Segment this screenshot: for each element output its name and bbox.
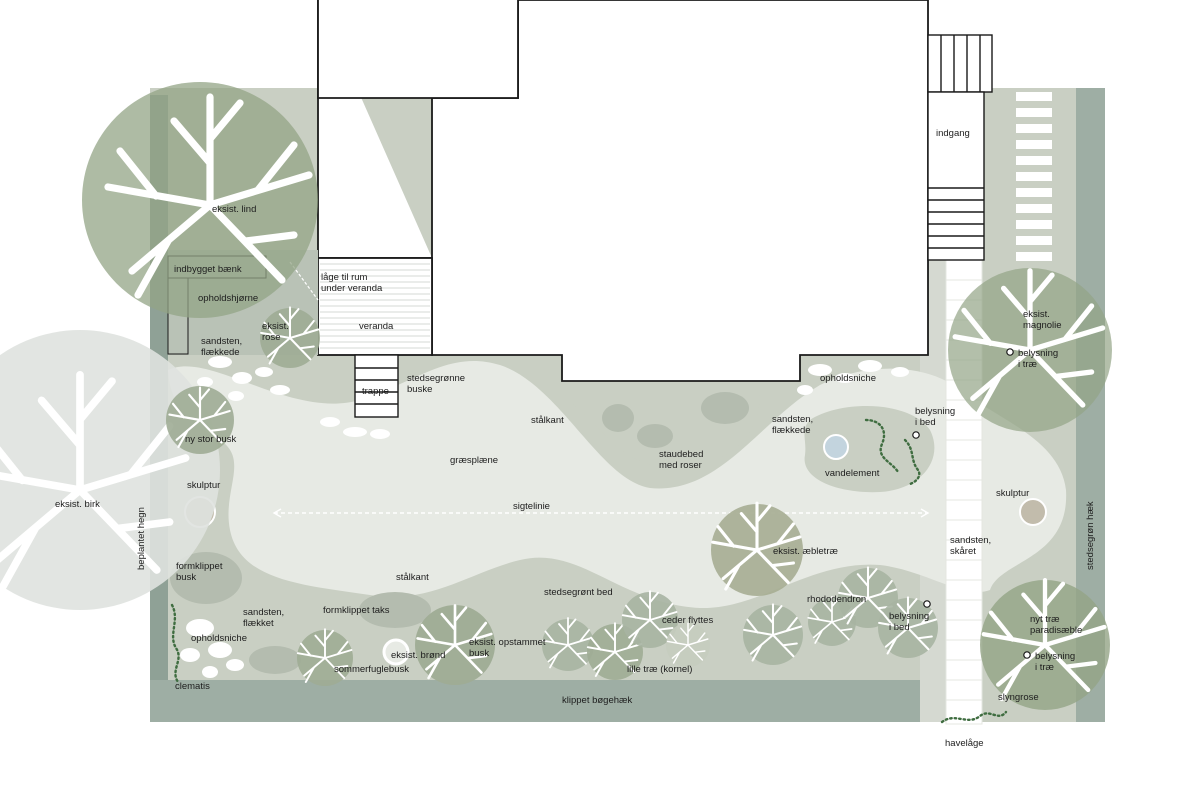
label-eksist-lind: eksist. lind xyxy=(212,204,257,215)
label-skulptur-1: skulptur xyxy=(187,480,221,491)
label-eksist-opstammet: eksist. opstammet busk xyxy=(469,637,546,659)
label-veranda: veranda xyxy=(359,321,394,332)
light-point-1 xyxy=(1006,348,1014,356)
label-rhododendron: rhododendron xyxy=(807,594,867,605)
bed-shape-1 xyxy=(701,392,749,424)
label-sigtelinie: sigtelinie xyxy=(513,501,550,512)
label-ceder-flyttes: ceder flyttes xyxy=(662,615,714,626)
label-lille-trae: lille træ (kornel) xyxy=(627,664,693,675)
indgang-stairs xyxy=(927,34,993,261)
clematis-climber xyxy=(170,603,180,684)
house-fill xyxy=(318,0,518,98)
sight-line-arrow-right xyxy=(920,508,930,518)
sight-line-arrow-left xyxy=(272,508,282,518)
ny-stor-busk-shrub xyxy=(166,386,234,454)
label-sommerfuglebusk: sommerfuglebusk xyxy=(334,664,409,675)
light-point-2 xyxy=(912,431,920,439)
label-indbygget-baenk: indbygget bænk xyxy=(174,264,242,275)
label-vandelement: vandelement xyxy=(825,468,880,479)
label-klippet-boegehaek: klippet bøgehæk xyxy=(562,695,633,706)
staudebed-bed xyxy=(559,365,760,469)
sculpture-right xyxy=(1019,498,1047,526)
label-skulptur-2: skulptur xyxy=(996,488,1030,499)
water-feature xyxy=(823,434,849,460)
lille-trae-kornel-group xyxy=(541,590,710,680)
label-formklippet-busk: formklippet busk xyxy=(176,561,223,583)
eksist-lind-tree xyxy=(82,82,318,318)
eksist-aebletrae-tree xyxy=(711,501,803,596)
formklippet-taks-shape xyxy=(359,592,431,628)
light-point-4 xyxy=(1023,651,1031,659)
house-top-wall xyxy=(317,0,519,99)
label-stedsegroent-bed: stedsegrønt bed xyxy=(544,587,613,598)
eksist-rose-shrub xyxy=(260,306,320,368)
label-slyngrose: slyngrose xyxy=(998,692,1039,703)
label-opholdsniche-2: opholdsniche xyxy=(191,633,247,644)
label-eksist-aebletrae: eksist. æbletræ xyxy=(773,546,838,557)
bed-shape-4 xyxy=(249,646,301,674)
vandelement-bed xyxy=(804,406,935,493)
label-formklippet-taks: formklippet taks xyxy=(323,605,390,616)
rhododendron-group xyxy=(743,566,938,665)
label-eksist-magnolie: eksist. magnolie xyxy=(1023,309,1062,331)
formklippet-busk-shape xyxy=(170,552,242,604)
entrance-pavers xyxy=(1016,92,1052,261)
label-stedsegroenne-buske: stedsegrønne buske xyxy=(407,373,466,395)
label-stedsegroen-haek: stedsegrøn hæk xyxy=(1085,501,1096,570)
label-belysning-trae-2: belysning i træ xyxy=(1035,651,1076,673)
label-sandsten-skaaret: sandsten, skåret xyxy=(950,535,992,557)
trappe-stairs xyxy=(354,354,399,418)
label-havelaage: havelåge xyxy=(945,738,984,749)
label-indgang: indgang xyxy=(936,128,970,139)
label-sandsten-flaekkede-1: sandsten, flækkede xyxy=(201,336,243,358)
nyt-trae-paradisaeble xyxy=(980,580,1110,710)
label-opholdsniche-1: opholdsniche xyxy=(820,373,876,384)
vandelement-climber xyxy=(864,418,921,486)
label-eksist-broend: eksist. brønd xyxy=(391,650,446,661)
label-eksist-rose: eksist. rose xyxy=(262,321,289,343)
veranda-deck xyxy=(317,257,433,356)
label-opholdshjoerne: opholdshjørne xyxy=(198,293,259,304)
slyngrose-climber xyxy=(940,710,1008,724)
eksist-birk-tree xyxy=(0,330,220,610)
label-staalkant-2: stålkant xyxy=(396,572,429,583)
paving-stones xyxy=(180,356,909,678)
label-clematis: clematis xyxy=(175,681,210,692)
eksist-opstammet-busk xyxy=(415,604,495,685)
label-staudebed: staudebed med roser xyxy=(659,449,704,471)
label-staalkant-1: stålkant xyxy=(531,415,564,426)
label-beplantet-hegn: beplantet hegn xyxy=(136,507,147,570)
label-belysning-trae-1: belysning i træ xyxy=(1018,348,1059,370)
label-belysning-i-bed-1: belysning i bed xyxy=(915,406,956,428)
label-nyt-trae: nyt træ paradisæble xyxy=(1030,614,1083,636)
bed-shape-3 xyxy=(637,424,673,448)
light-point-3 xyxy=(923,600,931,608)
klippet-boegehaek-strip xyxy=(150,680,920,722)
label-eksist-birk: eksist. birk xyxy=(55,499,100,510)
eksist-broend-ring xyxy=(382,638,410,666)
label-sandsten-flaekket: sandsten, flækket xyxy=(243,607,285,629)
sommerfuglebusk-shrub xyxy=(296,628,353,686)
label-trappe: trappe xyxy=(362,386,389,397)
label-belysning-i-bed-2: belysning i bed xyxy=(889,611,930,633)
label-ny-stor-busk: ny stor busk xyxy=(185,434,237,445)
label-sandsten-flaekkede-2: sandsten, flækkede xyxy=(772,414,814,436)
label-laage-til-rum: låge til rum under veranda xyxy=(321,272,383,294)
bed-shape-2 xyxy=(602,404,634,432)
eksist-magnolie-tree xyxy=(948,268,1112,432)
label-graesplaene: græsplæne xyxy=(450,455,499,466)
